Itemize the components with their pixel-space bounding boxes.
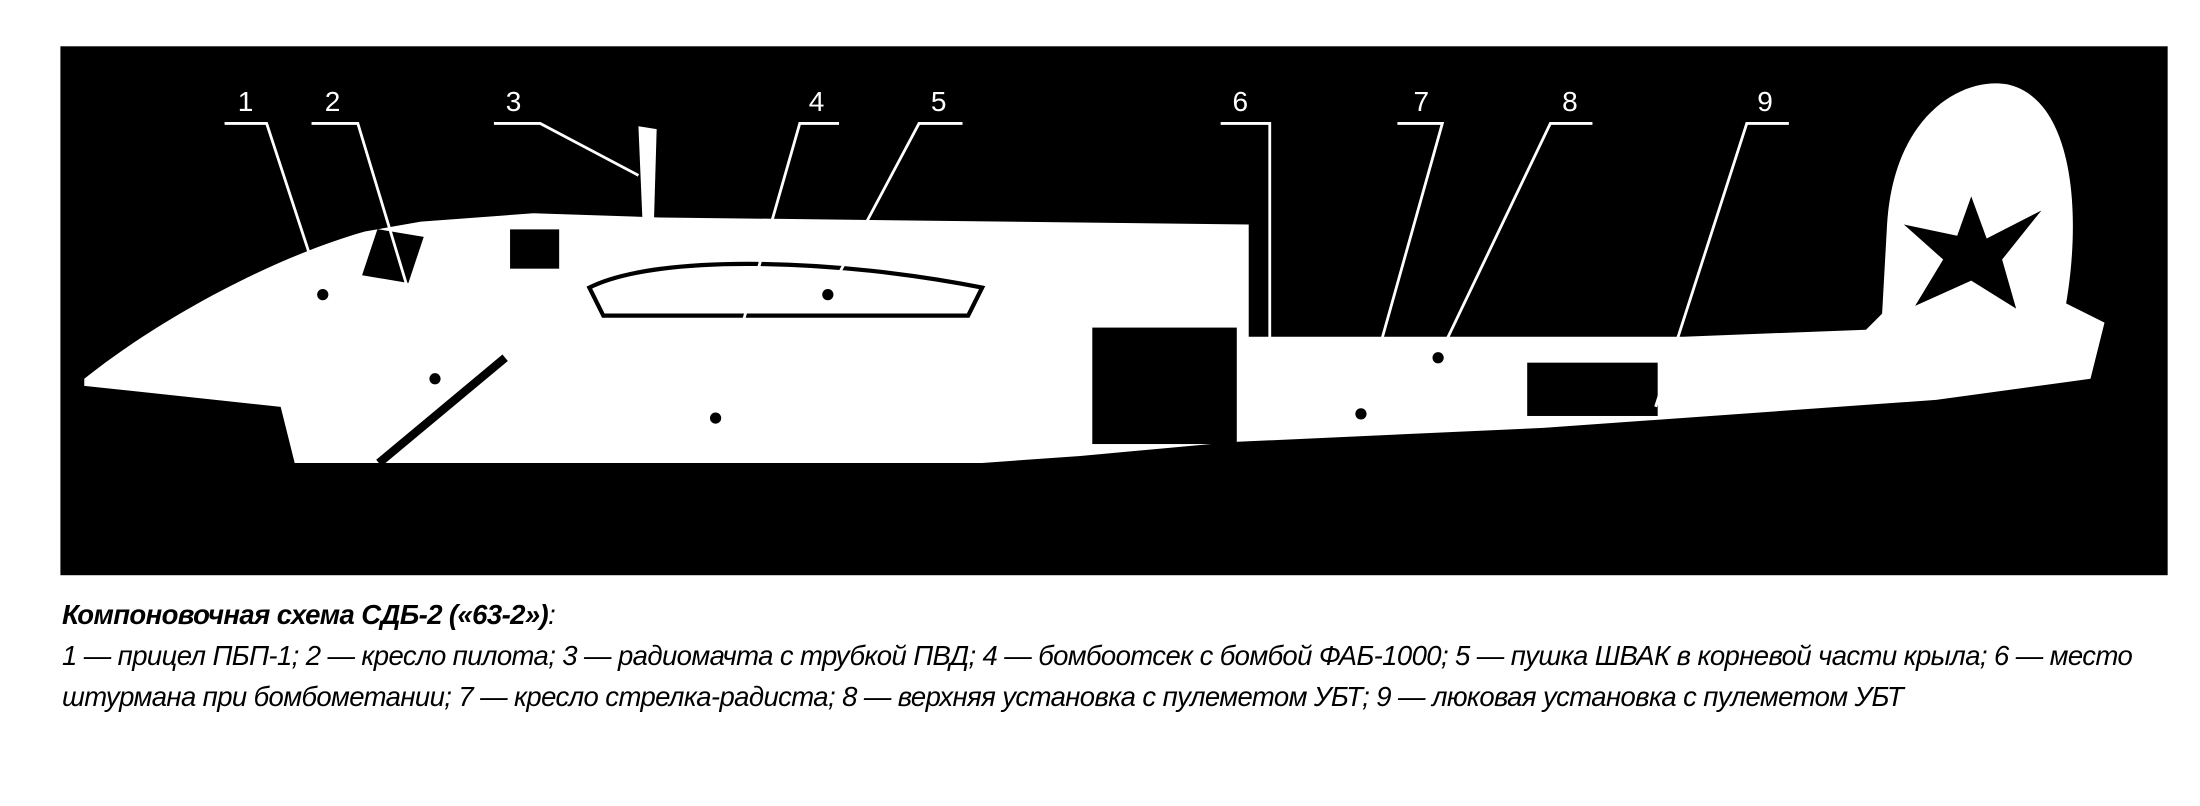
callout-6: 6 [1232, 86, 1248, 117]
callout-1: 1 [238, 86, 254, 117]
caption-legend: 1 — прицел ПБП-1; 2 — кресло пилота; 3 —… [62, 635, 2172, 717]
callout-9: 9 [1757, 86, 1773, 117]
callout-5: 5 [931, 86, 947, 117]
interior-detail [110, 229, 1658, 467]
legend-item-8: 8 — верхняя установка с пулеметом УБТ; [842, 681, 1377, 712]
legend-item-4: 4 — бомбоотсек с бомбой ФАБ-1000; [982, 640, 1456, 671]
legend-item-2: 2 — кресло пилота; [305, 640, 563, 671]
figure-caption: Компоновочная схема СДБ-2 («63-2»): 1 — … [62, 594, 2172, 717]
callout-lines [224, 122, 1789, 428]
callout-4: 4 [809, 86, 825, 117]
caption-title: Компоновочная схема СДБ-2 («63-2») [62, 599, 549, 630]
caption-title-colon: : [548, 599, 556, 630]
legend-item-7: 7 — кресло стрелка-радиста; [458, 681, 843, 712]
callout-8: 8 [1562, 86, 1578, 117]
callout-3: 3 [506, 86, 522, 117]
callout-2: 2 [325, 86, 341, 117]
legend-item-3: 3 — радиомачта с трубкой ПВД; [562, 640, 983, 671]
callout-markers [314, 286, 1447, 427]
callout-7: 7 [1413, 86, 1429, 117]
legend-item-1: 1 — прицел ПБП-1; [62, 640, 306, 671]
legend-item-6: 6 — место штурмана при бомбометании; [62, 640, 2133, 712]
legend-item-9: 9 — люковая установка с пулеметом УБТ [1376, 681, 1904, 712]
legend-item-5: 5 — пушка ШВАК в корневой части крыла; [1455, 640, 1994, 671]
star-insignia [1903, 196, 2042, 309]
